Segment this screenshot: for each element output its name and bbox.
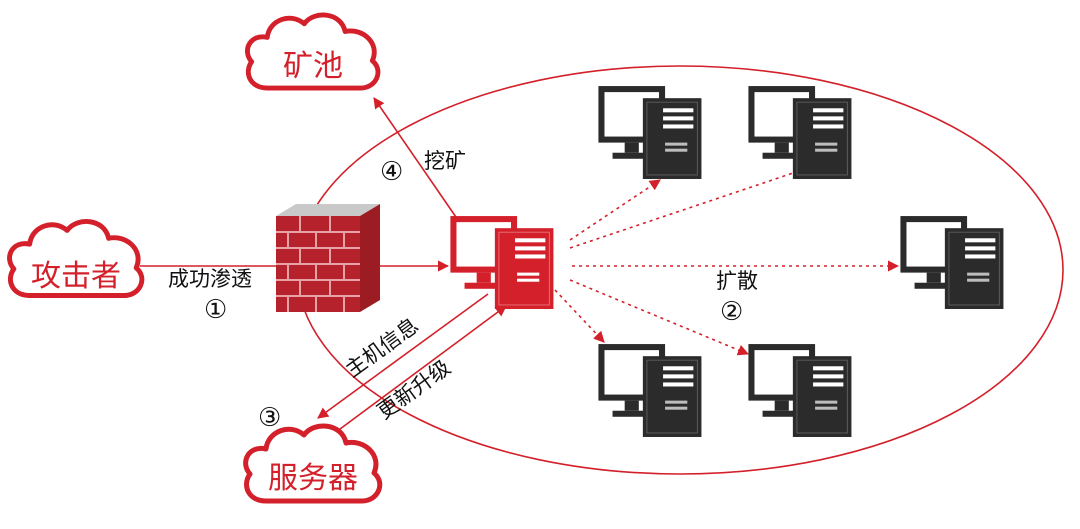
host-info-arrow <box>317 293 489 419</box>
update-upgrade-label: 更新升级 <box>373 355 455 424</box>
infiltration-label: 成功渗透 <box>168 267 252 291</box>
mining-pool-label: 矿池 <box>283 49 343 84</box>
computer-icon <box>597 85 702 180</box>
computer-icon <box>597 343 702 438</box>
mining-arrow <box>373 97 459 221</box>
attacker-label: 攻击者 <box>31 259 121 294</box>
server-label: 服务器 <box>268 461 358 496</box>
step-4-number: ④ <box>380 157 403 187</box>
update-arrow <box>335 305 507 433</box>
spread-arrows <box>554 165 900 356</box>
step-1-number: ① <box>204 295 227 325</box>
computer-icon <box>747 343 852 438</box>
spread-label: 扩散 <box>716 269 758 293</box>
step-2-number: ② <box>720 297 743 327</box>
step-3-number: ③ <box>258 403 281 433</box>
infected-computer-icon <box>449 215 554 310</box>
mining-label: 挖矿 <box>424 149 466 173</box>
computer-icon <box>747 85 852 180</box>
computer-icon <box>899 215 1004 310</box>
firewall-icon <box>276 204 380 312</box>
